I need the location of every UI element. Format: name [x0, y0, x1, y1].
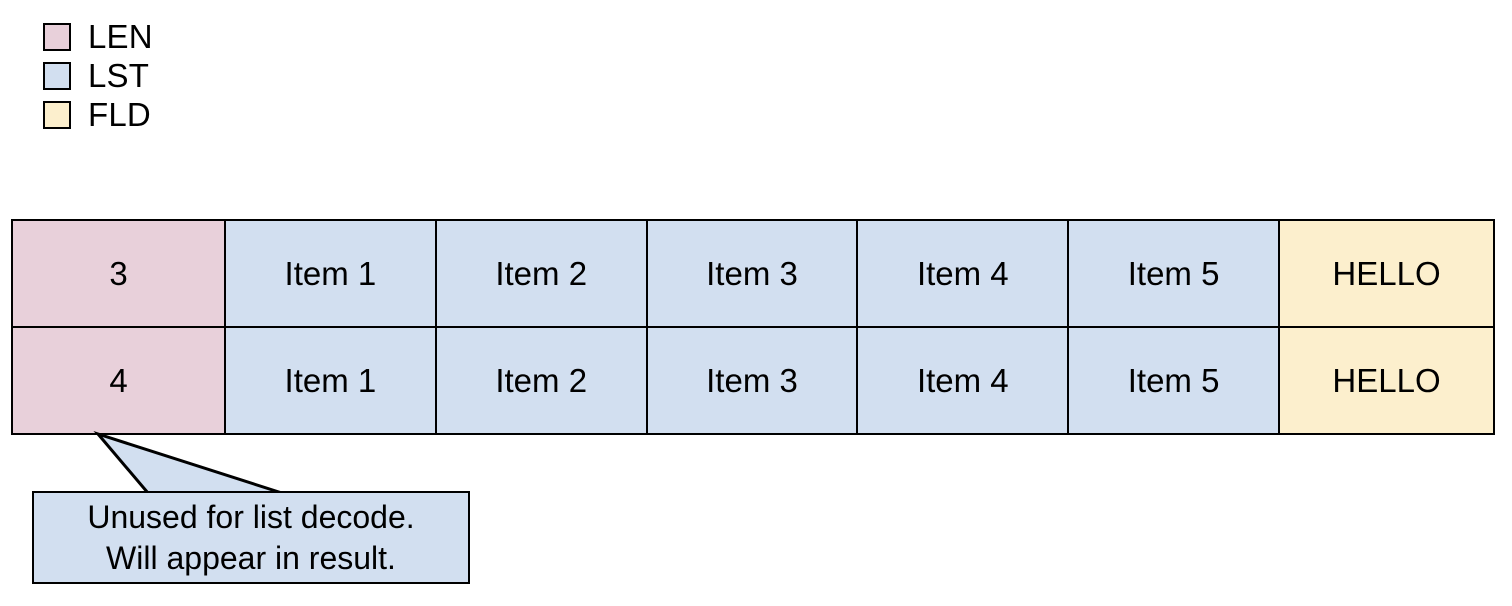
callout-box: Unused for list decode. Will appear in r… [32, 491, 470, 584]
legend-label-lst: LST [88, 57, 150, 94]
cell-list-row1-item1: Item 1 [224, 219, 437, 328]
table-row: 3 Item 1 Item 2 Item 3 Item 4 Item 5 HEL… [11, 219, 1495, 328]
cell-len-row1: 3 [11, 219, 226, 328]
callout-line-2: Will appear in result. [106, 539, 396, 576]
cell-list-row1-item3: Item 3 [645, 219, 859, 328]
legend-swatch-fld-icon [43, 101, 71, 129]
legend-label-len: LEN [88, 18, 153, 55]
cell-fld-row2: HELLO [1278, 326, 1495, 435]
legend-item-fld: FLD [43, 96, 443, 133]
cell-list-row2-item1: Item 1 [224, 326, 437, 435]
cell-list-row1-item2: Item 2 [434, 219, 648, 328]
legend-item-len: LEN [43, 18, 443, 55]
callout-line-1: Unused for list decode. [87, 498, 415, 535]
cell-list-row2-item2: Item 2 [434, 326, 648, 435]
legend-label-fld: FLD [88, 96, 151, 133]
table-row: 4 Item 1 Item 2 Item 3 Item 4 Item 5 HEL… [11, 326, 1495, 435]
cell-fld-row1: HELLO [1278, 219, 1495, 328]
cell-list-row1-item4: Item 4 [856, 219, 1070, 328]
cell-list-row2-item4: Item 4 [856, 326, 1070, 435]
cell-list-row1-item5: Item 5 [1067, 219, 1280, 328]
cell-list-row2-item5: Item 5 [1067, 326, 1280, 435]
legend-item-lst: LST [43, 57, 443, 94]
cell-len-row2: 4 [11, 326, 226, 435]
cell-list-row2-item3: Item 3 [645, 326, 859, 435]
legend-swatch-len-icon [43, 23, 71, 51]
packet-layout-table: 3 Item 1 Item 2 Item 3 Item 4 Item 5 HEL… [11, 219, 1495, 435]
legend: LEN LST FLD [43, 18, 443, 139]
legend-swatch-lst-icon [43, 62, 71, 90]
